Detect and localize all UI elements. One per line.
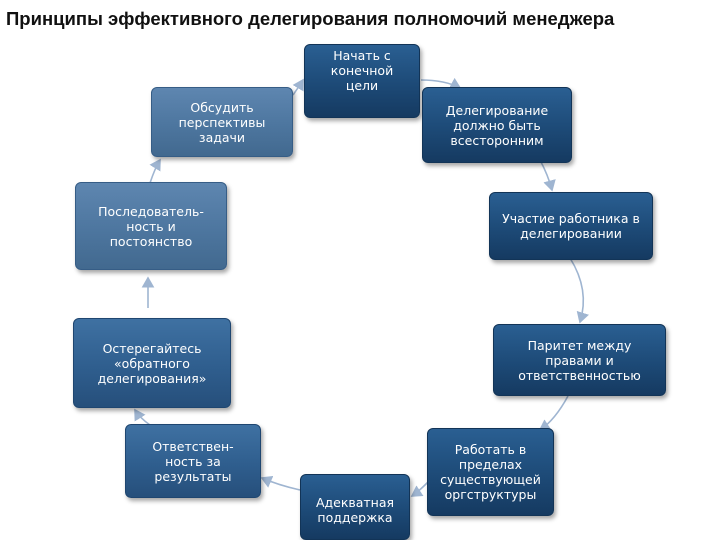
node-rights-responsibility-parity: Паритет между правами и ответственностью — [493, 324, 666, 396]
node-start-with-goal-label: Начать с конечной цели — [330, 48, 394, 93]
node-consistency-and-constancy-label: Последователь- ность и постоянство — [98, 203, 204, 249]
node-employee-participation: Участие работника в делегировании — [489, 192, 653, 260]
connector-goal-to-comprehensive — [420, 77, 462, 90]
connector-parity-to-orgstructure — [538, 395, 569, 431]
node-consistency-and-constancy: Последователь- ность и постоянство — [75, 182, 227, 270]
node-responsibility-for-results-label: Ответствен- ность за результаты — [152, 438, 234, 484]
connector-participation-to-parity — [569, 257, 589, 324]
node-rights-responsibility-parity-label: Паритет между правами и ответственностью — [518, 337, 641, 383]
connector-consistency-to-perspectives — [149, 158, 161, 184]
node-adequate-support-label: Адекватная поддержка — [315, 495, 395, 525]
node-work-within-orgstructure-label: Работать в пределах существующей оргстру… — [440, 442, 541, 502]
node-beware-reverse-delegation: Остерегайтесь «обратного делегирования» — [73, 318, 231, 408]
diagram-title: Принципы эффективного делегирования полн… — [6, 8, 615, 29]
node-start-with-goal: Начать с конечной цели — [304, 44, 420, 118]
node-comprehensive-delegation-label: Делегирование должно быть всесторонним — [445, 102, 549, 148]
node-comprehensive-delegation: Делегирование должно быть всесторонним — [422, 87, 572, 163]
connector-comprehensive-to-participation — [539, 159, 556, 192]
node-responsibility-for-results: Ответствен- ность за результаты — [125, 424, 261, 498]
connector-support-to-responsibility — [260, 475, 301, 491]
connector-orgstructure-to-support — [410, 481, 429, 497]
node-employee-participation-label: Участие работника в делегировании — [502, 211, 640, 241]
node-beware-reverse-delegation-label: Остерегайтесь «обратного делегирования» — [97, 340, 207, 386]
node-discuss-task-perspectives: Обсудить перспективы задачи — [151, 87, 293, 157]
connector-responsibility-to-reverse — [134, 408, 151, 426]
node-adequate-support: Адекватная поддержка — [300, 474, 410, 540]
node-discuss-task-perspectives-label: Обсудить перспективы задачи — [178, 99, 266, 145]
connector-perspectives-to-goal — [292, 78, 304, 96]
node-work-within-orgstructure: Работать в пределах существующей оргстру… — [427, 428, 554, 516]
